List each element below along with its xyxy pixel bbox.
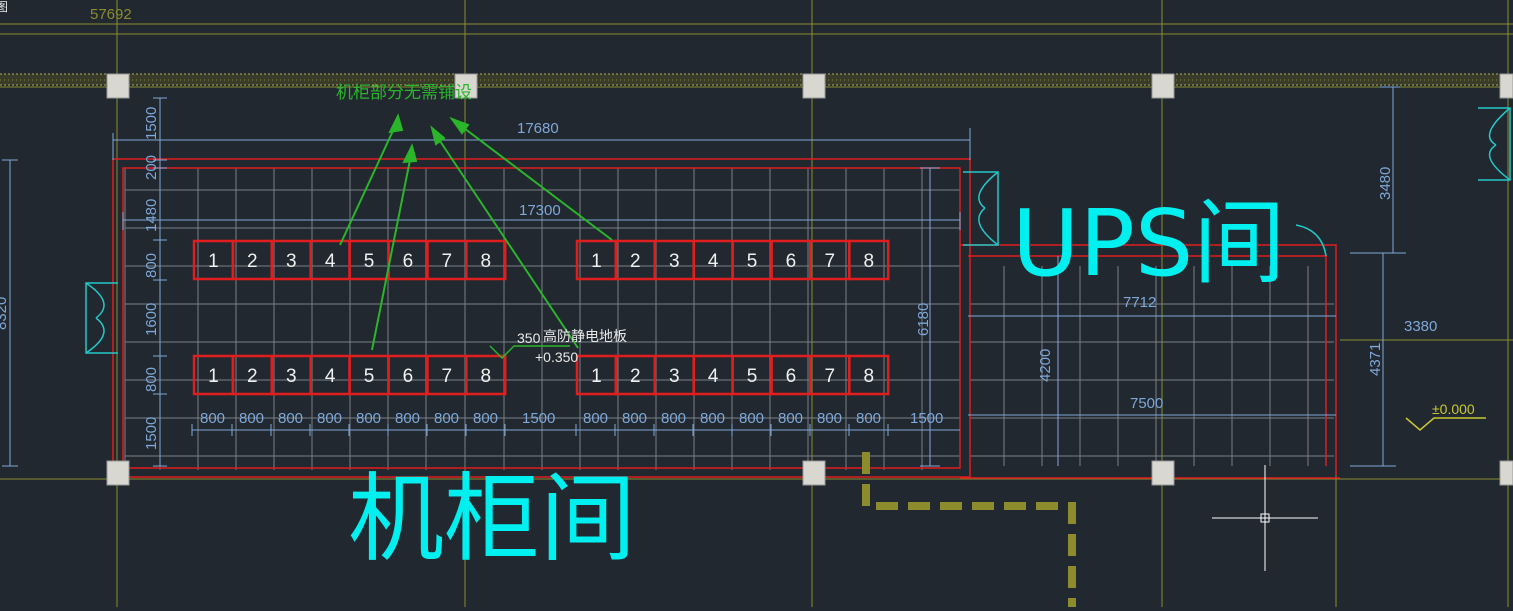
cabinet-number: 8 (480, 251, 491, 272)
cabinet-number: 5 (364, 366, 375, 387)
svg-text:800: 800 (239, 410, 264, 427)
cabinet-number: 6 (786, 251, 797, 272)
cabinet-number: 6 (786, 366, 797, 387)
cabinet-box (848, 354, 890, 396)
room-walls (112, 158, 1340, 479)
dim-left-h5: 800 (143, 367, 160, 392)
cabinet-box (465, 354, 507, 396)
cabinet-number: 3 (286, 366, 297, 387)
cabinet-number: 7 (442, 251, 453, 272)
dim-ups-outer: 7712 (1123, 294, 1156, 311)
cabinet-note: 机柜部分无需铺设 (336, 83, 472, 103)
dim-left-total: 8320 (0, 297, 10, 330)
cabinet-number: 5 (364, 251, 375, 272)
svg-text:800: 800 (856, 410, 881, 427)
dimension-ticks (153, 97, 889, 467)
cabinet-rows: 1 2 3 4 5 6 7 8 1 2 3 4 5 6 7 8 1 2 3 4 5 6 7 8 1 2 3 4 5 6 7 8 (192, 239, 890, 396)
cabinet-number: 7 (825, 251, 836, 272)
svg-text:800: 800 (583, 410, 608, 427)
svg-text:高防静电地板: 高防静电地板 (543, 328, 627, 345)
cabinet-number: 4 (708, 251, 719, 272)
bottom-spacing-texts: 800 800 800 800 800 800 800 800 800 800 … (200, 410, 881, 427)
cabinet-number: 8 (863, 251, 874, 272)
svg-text:350: 350 (517, 330, 541, 346)
cabinet-number: 3 (669, 251, 680, 272)
cabinet-number: 4 (708, 366, 719, 387)
dim-ups-top: 3480 (1377, 167, 1394, 200)
svg-text:800: 800 (278, 410, 303, 427)
dim-ups-height-right: 4371 (1367, 343, 1384, 376)
svg-text:+0.350: +0.350 (535, 349, 578, 365)
cabinet-box (465, 239, 507, 281)
cabinet-number: 1 (591, 366, 602, 387)
svg-text:57692: 57692 (90, 6, 132, 23)
ground-level-marker: ±0.000 (1405, 401, 1486, 431)
cabinet-number: 8 (480, 366, 491, 387)
cabinet-number: 4 (325, 251, 336, 272)
crosshair-cursor[interactable] (1212, 465, 1318, 571)
cabinet-number: 5 (747, 251, 758, 272)
floor-grid (124, 168, 960, 470)
svg-text:800: 800 (700, 410, 725, 427)
svg-text:800: 800 (622, 410, 647, 427)
structural-columns (106, 73, 1513, 486)
dim-left-h6: 1500 (143, 417, 160, 450)
room-label-ups: UPS间 (1012, 190, 1285, 297)
svg-text:800: 800 (356, 410, 381, 427)
cabinet-number: 2 (247, 251, 258, 272)
svg-text:800: 800 (317, 410, 342, 427)
dim-left-h0: 1500 (143, 107, 160, 140)
room-label-cabinet: 机柜间 (348, 463, 636, 575)
cabinet-number: 1 (208, 366, 219, 387)
dim-right-offset: 3380 (1404, 318, 1437, 335)
svg-text:800: 800 (434, 410, 459, 427)
cabinet-box (848, 239, 890, 281)
svg-text:800: 800 (739, 410, 764, 427)
floor-annotation: 350 高防静电地板 +0.350 (489, 328, 627, 365)
dimension-lines (2, 86, 1406, 467)
cabinet-number: 3 (286, 251, 297, 272)
dim-ups-inner: 7500 (1130, 395, 1163, 412)
cable-trench (862, 452, 1076, 607)
cabinet-number: 1 (591, 251, 602, 272)
cabinet-number: 7 (825, 366, 836, 387)
note-leader-arrows (339, 113, 613, 351)
dim-room-inner: 17300 (519, 202, 561, 219)
cabinet-number: 3 (669, 366, 680, 387)
door-symbols (85, 107, 1511, 354)
cabinet-number: 6 (403, 366, 414, 387)
top-wall (0, 73, 1513, 86)
cabinet-number: 7 (442, 366, 453, 387)
cabinet-number: 2 (630, 366, 641, 387)
svg-text:±0.000: ±0.000 (1432, 401, 1475, 417)
cabinet-number: 2 (630, 251, 641, 272)
dim-cabinet-height: 6180 (915, 303, 932, 336)
cabinet-number: 8 (863, 366, 874, 387)
svg-text:800: 800 (395, 410, 420, 427)
svg-text:800: 800 (473, 410, 498, 427)
dim-ups-height: 4200 (1037, 349, 1054, 382)
dim-bottom-aisle: 1500 (522, 410, 555, 427)
dim-left-h1: 200 (143, 155, 160, 180)
ups-floor-grid (970, 266, 1334, 466)
dim-left-h3: 800 (143, 253, 160, 278)
cabinet-number: 4 (325, 366, 336, 387)
svg-text:800: 800 (200, 410, 225, 427)
top-total-dimension: 57692 (90, 6, 132, 23)
dim-room-outer: 17680 (517, 120, 559, 137)
corner-glyph: 图 (0, 0, 8, 14)
dimension-texts: 17680 17300 7712 7500 3380 1500 1500 618… (0, 107, 1437, 450)
svg-text:800: 800 (817, 410, 842, 427)
cabinet-number: 2 (247, 366, 258, 387)
svg-text:800: 800 (778, 410, 803, 427)
cabinet-number: 1 (208, 251, 219, 272)
dim-left-h4: 1600 (143, 303, 160, 336)
dim-bottom-right-end: 1500 (910, 410, 943, 427)
svg-text:800: 800 (661, 410, 686, 427)
cabinet-number: 6 (403, 251, 414, 272)
dim-left-h2: 1480 (143, 199, 160, 232)
cabinet-number: 5 (747, 366, 758, 387)
